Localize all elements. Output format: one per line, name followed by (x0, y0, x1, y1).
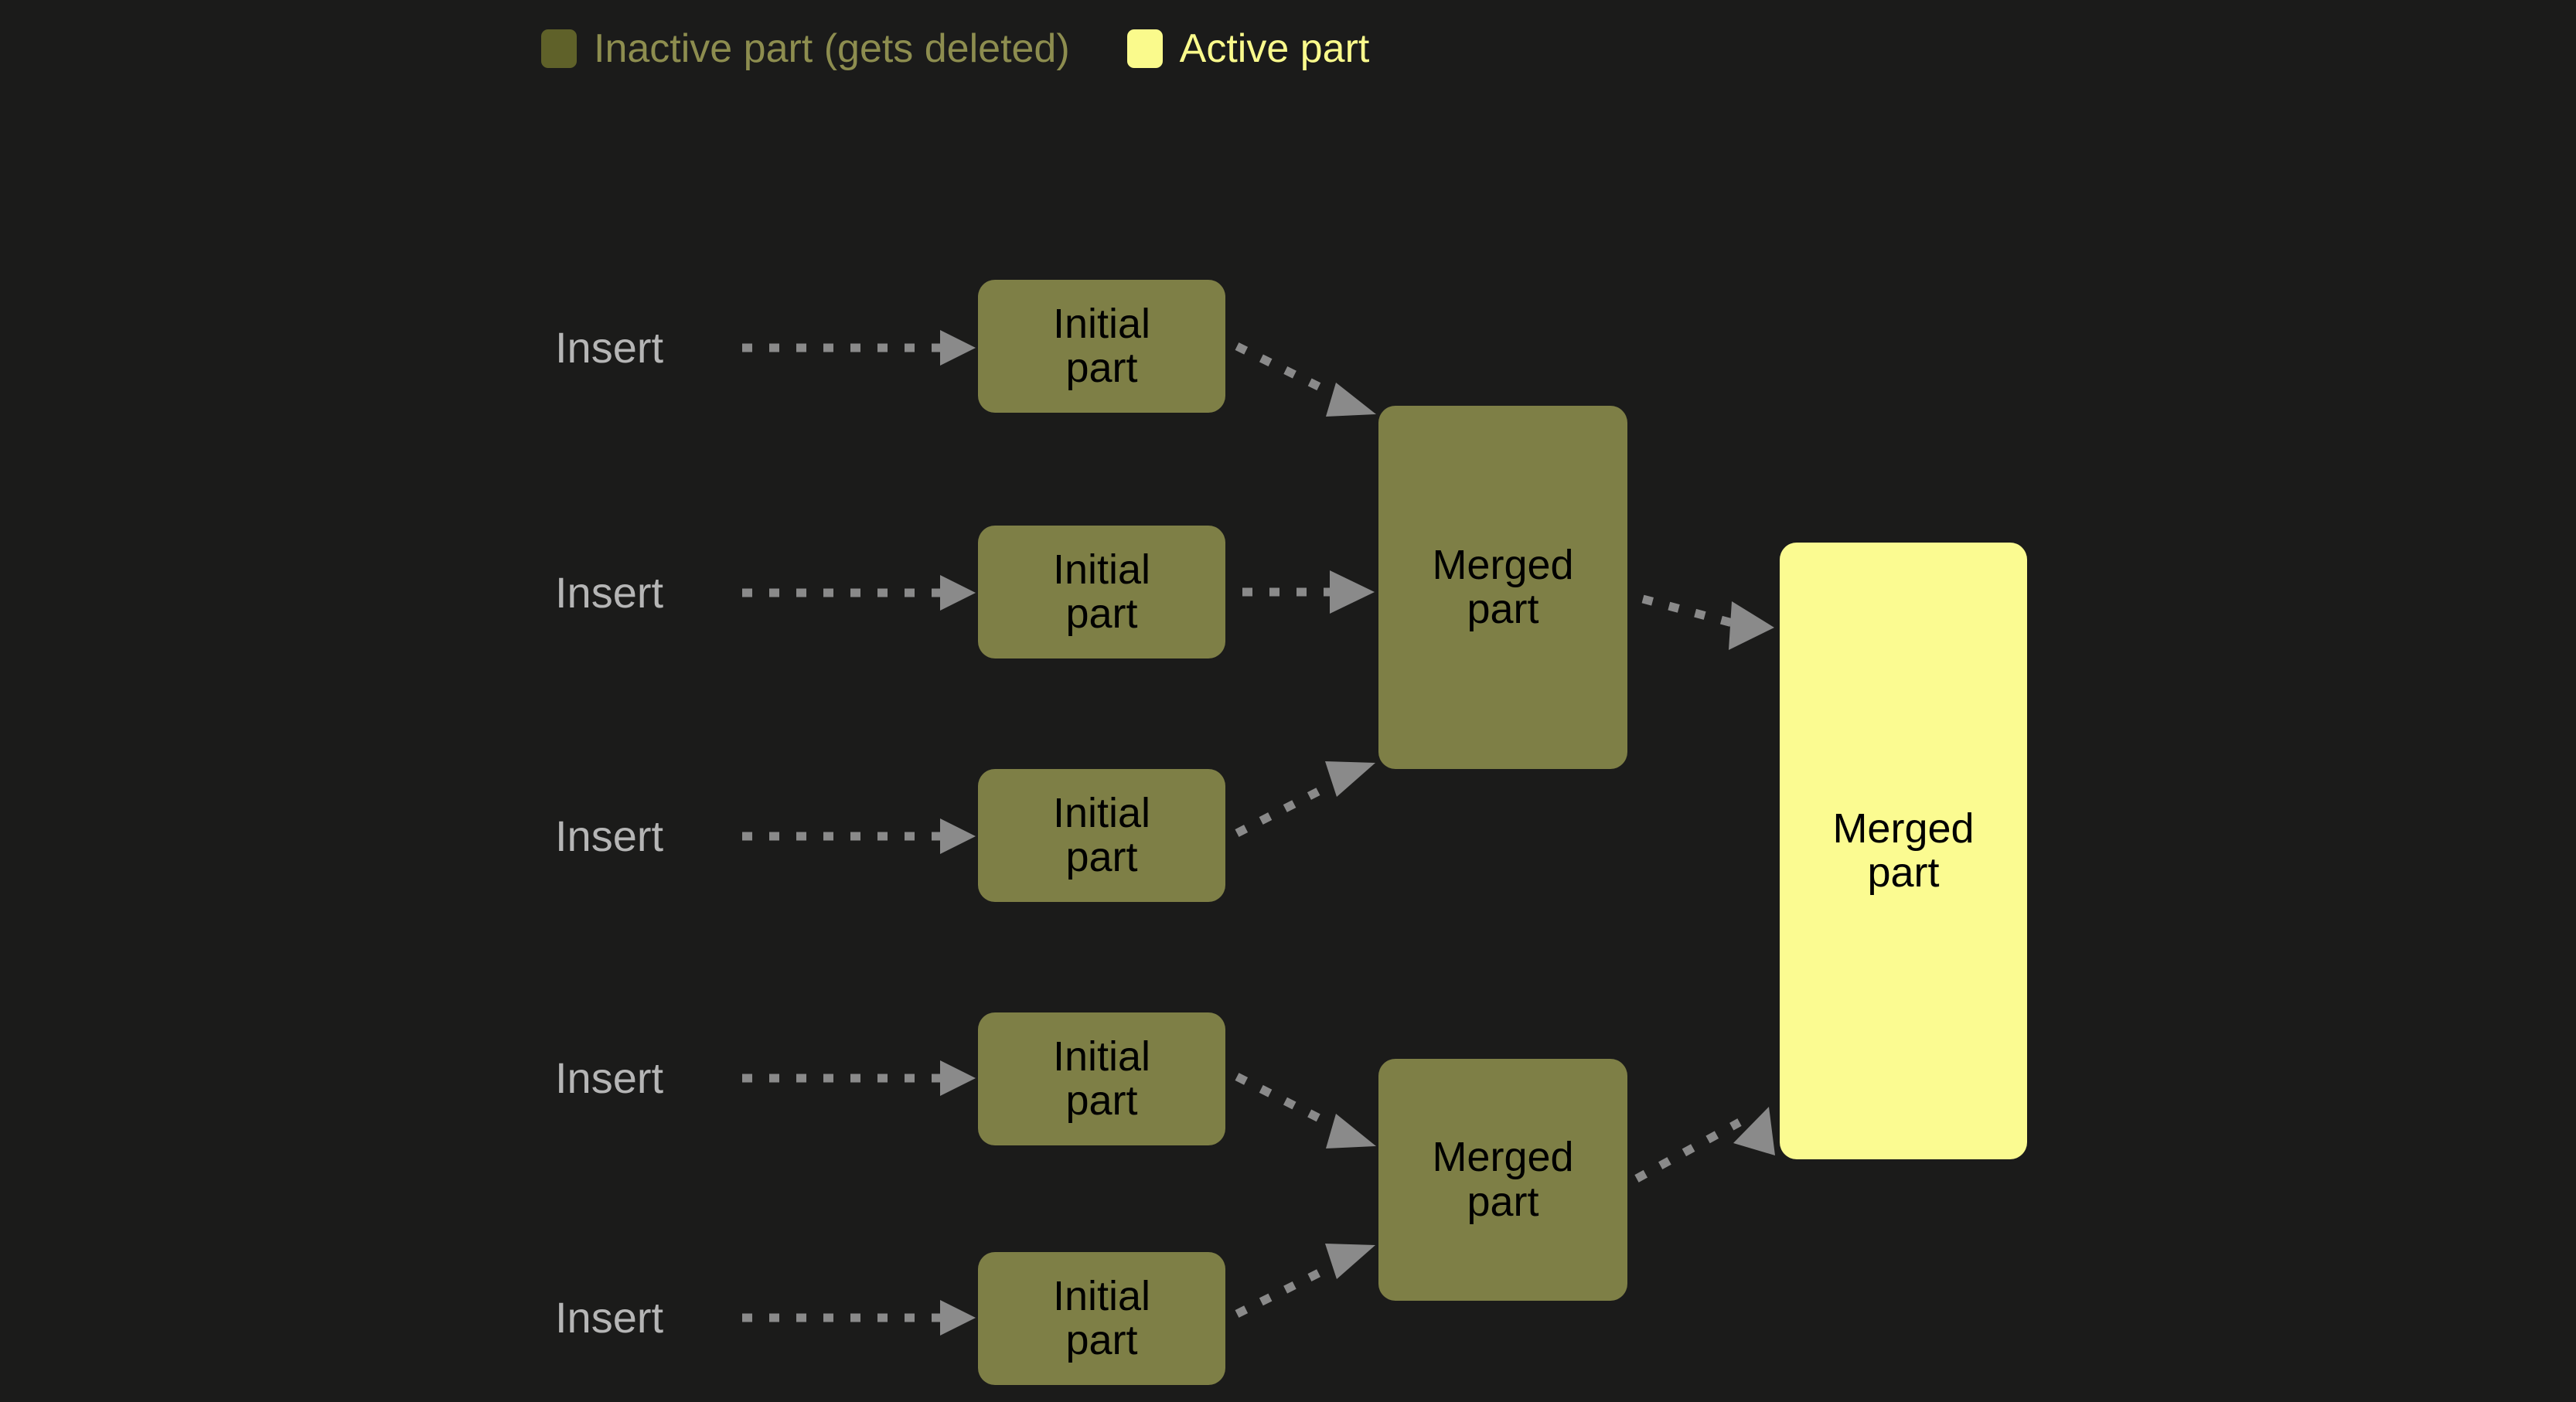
arrow-initial-3-to-merged-1 (1235, 761, 1375, 837)
arrow-initial-4-to-merged-2 (1235, 1073, 1376, 1148)
node-initial-part-3[interactable]: Initial part (978, 769, 1225, 902)
node-initial-part-5-label: Initial part (1052, 1272, 1151, 1363)
arrow-insert-to-initial-5 (742, 1300, 976, 1336)
inactive-swatch-icon (541, 29, 577, 68)
node-initial-part-2-label: Initial part (1052, 546, 1151, 637)
node-initial-part-4-label: Initial part (1052, 1033, 1151, 1124)
insert-label-3: Insert (555, 812, 664, 860)
node-merged-part-2[interactable]: Merged part (1378, 1059, 1627, 1301)
arrow-insert-to-initial-4 (742, 1060, 976, 1096)
arrow-initial-1-to-merged-1 (1235, 342, 1376, 417)
arrow-insert-to-initial-2 (742, 575, 976, 611)
arrow-insert-to-initial-3 (742, 818, 976, 854)
node-merged-part-final[interactable]: Merged part (1780, 543, 2027, 1159)
arrow-insert-to-initial-1 (742, 330, 976, 366)
arrow-merged-1-to-final (1641, 594, 1774, 650)
node-merged-part-1-label: Merged part (1432, 541, 1574, 632)
legend-label-active: Active part (1179, 26, 1370, 71)
legend-item-active: Active part (1126, 26, 1370, 71)
node-merged-part-2-label: Merged part (1432, 1134, 1574, 1225)
arrow-merged-2-to-final (1634, 1107, 1775, 1183)
insert-label-2: Insert (555, 568, 664, 617)
node-initial-part-3-label: Initial part (1052, 789, 1151, 880)
insert-label-1: Insert (555, 323, 664, 372)
legend-item-inactive: Inactive part (gets deleted) (541, 29, 1070, 69)
node-initial-part-2[interactable]: Initial part (978, 526, 1225, 658)
insert-label-4: Insert (555, 1053, 664, 1102)
node-initial-part-1[interactable]: Initial part (978, 280, 1225, 413)
legend-label-inactive: Inactive part (gets deleted) (594, 26, 1070, 71)
node-initial-part-5[interactable]: Initial part (978, 1252, 1225, 1385)
arrow-initial-5-to-merged-2 (1235, 1244, 1375, 1318)
node-initial-part-1-label: Initial part (1052, 300, 1151, 391)
node-merged-part-1[interactable]: Merged part (1378, 406, 1627, 769)
insert-label-5: Insert (555, 1293, 664, 1342)
active-swatch-icon (1126, 29, 1163, 68)
legend: Inactive part (gets deleted) Active part (541, 22, 1369, 76)
node-initial-part-4[interactable]: Initial part (978, 1012, 1225, 1145)
arrow-initial-2-to-merged-1 (1242, 570, 1375, 614)
node-merged-part-final-label: Merged part (1832, 805, 1975, 896)
